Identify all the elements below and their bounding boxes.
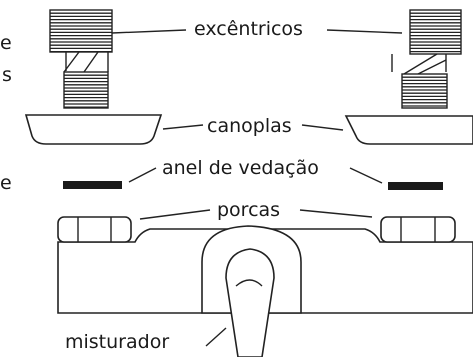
leader-line [139,209,211,220]
leader-line [299,209,373,218]
leader-line [205,327,227,347]
leader-line [326,29,403,34]
eccentric-left [49,9,113,109]
seal-ring-left [63,181,122,189]
mixer-handle [201,225,302,357]
eccentric-left-upper-thread [49,9,113,53]
edge-text-3: e [0,172,12,194]
label-excentricos: excêntricos [194,18,303,40]
edge-text-1: e [0,32,12,54]
label-porcas: porcas [217,199,280,221]
edge-text-2: s [2,64,12,86]
leader-line [128,167,157,183]
leader-line [111,29,187,34]
seal-ring-right [388,182,443,190]
canopla-left [24,114,163,145]
label-misturador: misturador [65,331,169,353]
leader-line [349,167,383,184]
label-anel-de-vedacao: anel de vedação [162,157,319,179]
eccentric-right [391,9,462,109]
label-canoplas: canoplas [207,115,292,137]
leader-line [162,124,204,130]
nut-right [380,216,456,243]
nut-left [57,216,132,243]
eccentric-right-upper-thread [409,9,462,55]
eccentric-right-lower-thread [401,73,448,109]
leader-line [301,124,344,131]
eccentric-left-lower-thread [63,71,109,109]
canopla-right [344,115,473,145]
